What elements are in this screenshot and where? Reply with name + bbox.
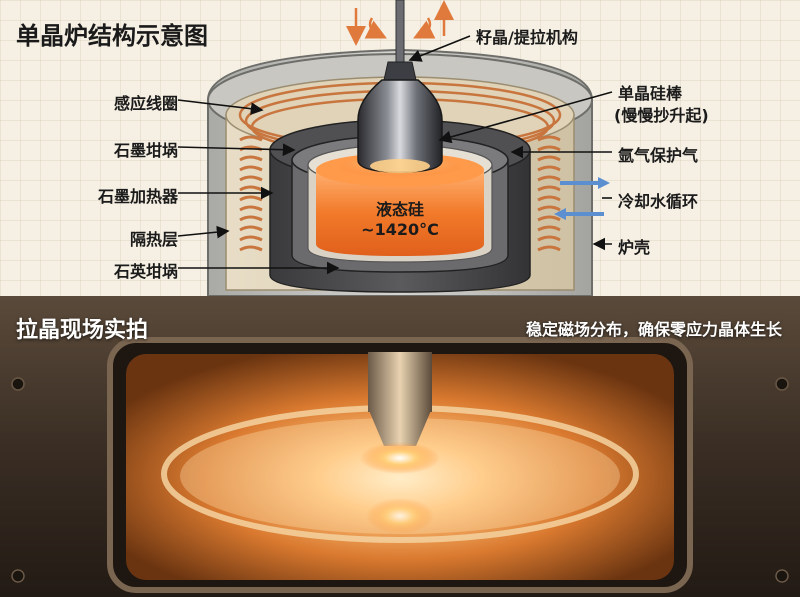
furnace-photo-graphic bbox=[0, 296, 800, 597]
label-quartz-crucible: 石英坩埚 bbox=[113, 262, 178, 281]
furnace-photo-panel: 拉晶现场实拍 稳定磁场分布，确保零应力晶体生长 bbox=[0, 296, 800, 597]
furnace-diagram-panel: 单晶炉结构示意图 感应线圈 石墨坩埚 石墨加热器 隔热层 石英坩埚 籽晶/提拉机… bbox=[0, 0, 800, 296]
leader-lines-right bbox=[408, 35, 613, 251]
furnace-diagram-graphic bbox=[177, 0, 613, 296]
photo-caption: 稳定磁场分布，确保零应力晶体生长 bbox=[525, 320, 782, 339]
photo-title: 拉晶现场实拍 bbox=[16, 318, 149, 343]
melt-temperature: ~1420°C bbox=[361, 220, 439, 239]
label-furnace-shell: 炉壳 bbox=[618, 238, 651, 257]
rotation-pull-arrows bbox=[346, 0, 454, 46]
cooling-water-arrows bbox=[554, 177, 610, 220]
label-crystal-rod: 单晶硅棒 bbox=[618, 84, 683, 103]
label-insulation-layer: 隔热层 bbox=[129, 230, 178, 249]
silicon-crystal-rod bbox=[357, 0, 443, 173]
melt-label: 液态硅 ~1420°C bbox=[340, 200, 460, 240]
label-crystal-rod-note: (慢慢抄升起) bbox=[614, 106, 709, 125]
label-cooling-water: 冷却水循环 bbox=[618, 192, 699, 211]
crystal-rod-photo bbox=[368, 352, 432, 446]
diagram-title: 单晶炉结构示意图 bbox=[16, 22, 208, 50]
label-graphite-heater: 石墨加热器 bbox=[97, 187, 178, 206]
label-seed-mechanism: 籽晶/提拉机构 bbox=[476, 28, 578, 47]
melt-neck-glow bbox=[360, 442, 440, 474]
label-argon-gas: 氩气保护气 bbox=[618, 146, 699, 165]
melt-reflection bbox=[366, 498, 434, 534]
label-induction-coil: 感应线圈 bbox=[113, 94, 178, 113]
leader-lines-left bbox=[177, 99, 340, 275]
frame-bolts bbox=[11, 377, 789, 583]
label-graphite-crucible: 石墨坩埚 bbox=[113, 141, 178, 160]
melt-name: 液态硅 bbox=[375, 200, 424, 219]
